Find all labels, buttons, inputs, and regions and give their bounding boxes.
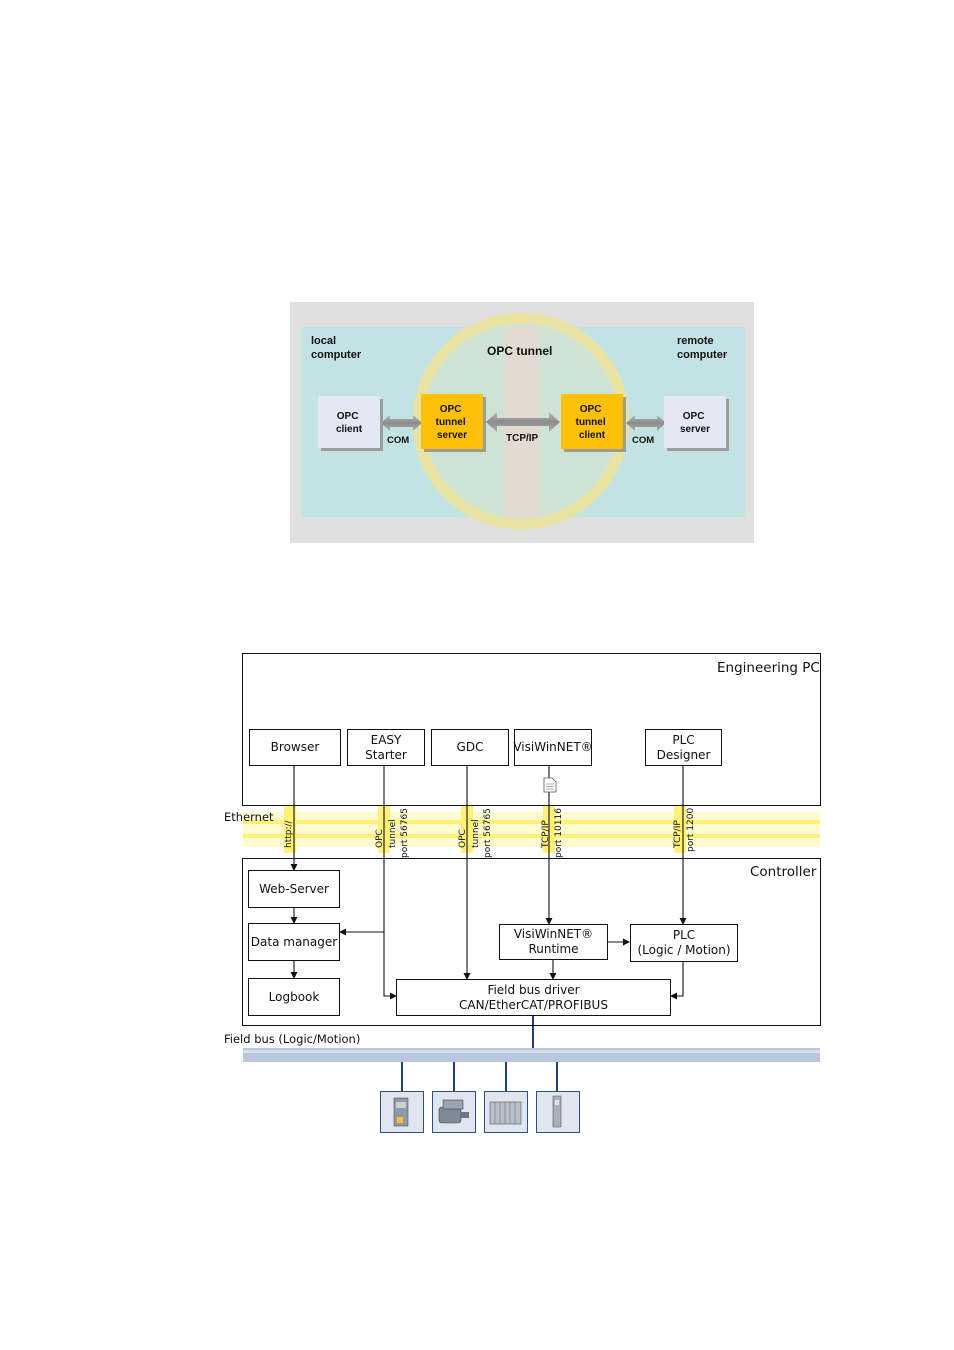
gdc-port-label: port 56765 (483, 808, 493, 858)
visiwinnet-box: VisiWinNET® (513, 729, 593, 766)
document-icon (543, 777, 557, 793)
engineering-pc-label: Engineering PC (717, 660, 820, 676)
gdc-box: GDC (431, 729, 509, 766)
ethernet-band (243, 806, 820, 853)
opc-client-label: OPC client (336, 411, 363, 435)
easy-port-label: port 56765 (400, 808, 410, 858)
opc-server-label: OPC server (680, 411, 710, 435)
opc-tunnel-diagram: local computer remote computer OPC tunne… (290, 302, 754, 543)
gdc-opc-label: OPC (458, 829, 468, 848)
engineering-pc-frame (242, 653, 821, 806)
field-bus-line (243, 1016, 820, 1091)
plc-port-label: port 1200 (686, 807, 696, 852)
gdc-tunnel-label: tunnel (471, 819, 481, 848)
tunnel-server-box (421, 394, 483, 449)
arrow-com-left (381, 415, 422, 431)
visiwinnet-runtime-box: VisiWinNET® Runtime (499, 924, 608, 960)
arrow-com-right (626, 415, 666, 431)
ethernet-label: Ethernet (224, 810, 274, 824)
logbook-box: Logbook (248, 978, 340, 1016)
data-manager-box: Data manager (248, 923, 340, 961)
com-right-label: COM (632, 435, 654, 446)
opc-server-box (664, 396, 726, 448)
tunnel-client-box (561, 394, 623, 449)
device-motor-icon (432, 1091, 476, 1133)
line-plc-driver (670, 962, 684, 1000)
easy-starter-box: EASY Starter (347, 729, 425, 766)
device-drive-icon (380, 1091, 424, 1133)
web-server-box: Web-Server (248, 870, 340, 908)
tcpip-label: TCP/IP (506, 433, 539, 444)
device-io-module-icon (484, 1091, 528, 1133)
controller-label: Controller (750, 864, 817, 880)
device-servo-drive-icon (536, 1091, 580, 1133)
line-easy-driver (383, 932, 397, 1000)
visi-port-label: port 10116 (554, 808, 564, 858)
field-bus-label: Field bus (Logic/Motion) (224, 1032, 361, 1046)
plc-designer-box: PLC Designer (645, 729, 722, 766)
arrow-tcpip (486, 412, 560, 432)
http-label: http:// (284, 820, 294, 848)
local-computer-label: local computer (311, 335, 362, 361)
tunnel-server-label: OPC tunnel server (436, 404, 469, 441)
opc-client-box (318, 396, 380, 448)
plc-tcpip-label: TCP/IP (673, 820, 683, 848)
controller-frame (242, 858, 821, 1026)
plc-box: PLC (Logic / Motion) (630, 924, 738, 962)
remote-computer-label: remote computer (677, 335, 728, 361)
opc-tunnel-title: OPC tunnel (487, 344, 552, 358)
com-left-label: COM (387, 435, 409, 446)
visi-tcpip-label: TCP/IP (541, 820, 551, 848)
browser-box: Browser (249, 729, 341, 766)
field-bus-driver-box: Field bus driver CAN/EtherCAT/PROFIBUS (396, 979, 671, 1016)
easy-opc-label: OPC (375, 829, 385, 848)
tunnel-client-label: OPC tunnel client (576, 404, 609, 441)
easy-tunnel-label: tunnel (388, 819, 398, 848)
